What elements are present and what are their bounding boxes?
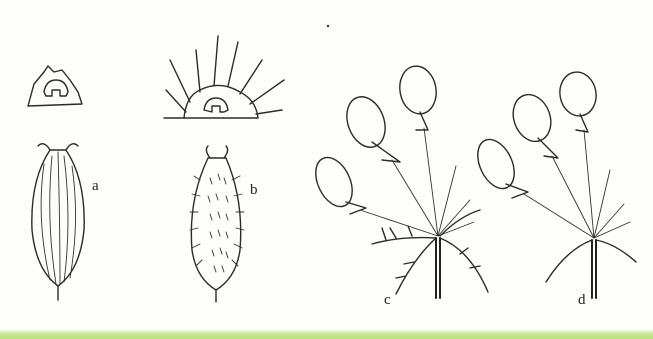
label-a: a [92,178,99,194]
pappus-d [471,69,636,298]
speck [327,25,329,27]
fruit-b-cross-section [164,36,284,118]
fruit-b-side-view [190,146,244,302]
label-c: c [384,292,391,308]
figure-drawing: a b [0,0,653,329]
label-b: b [250,182,258,198]
bottom-color-strip [0,329,653,339]
fruit-a-side-view [32,144,84,300]
fruit-a-cross-section [28,66,82,106]
pappus-c [309,63,488,298]
label-d: d [578,292,586,308]
